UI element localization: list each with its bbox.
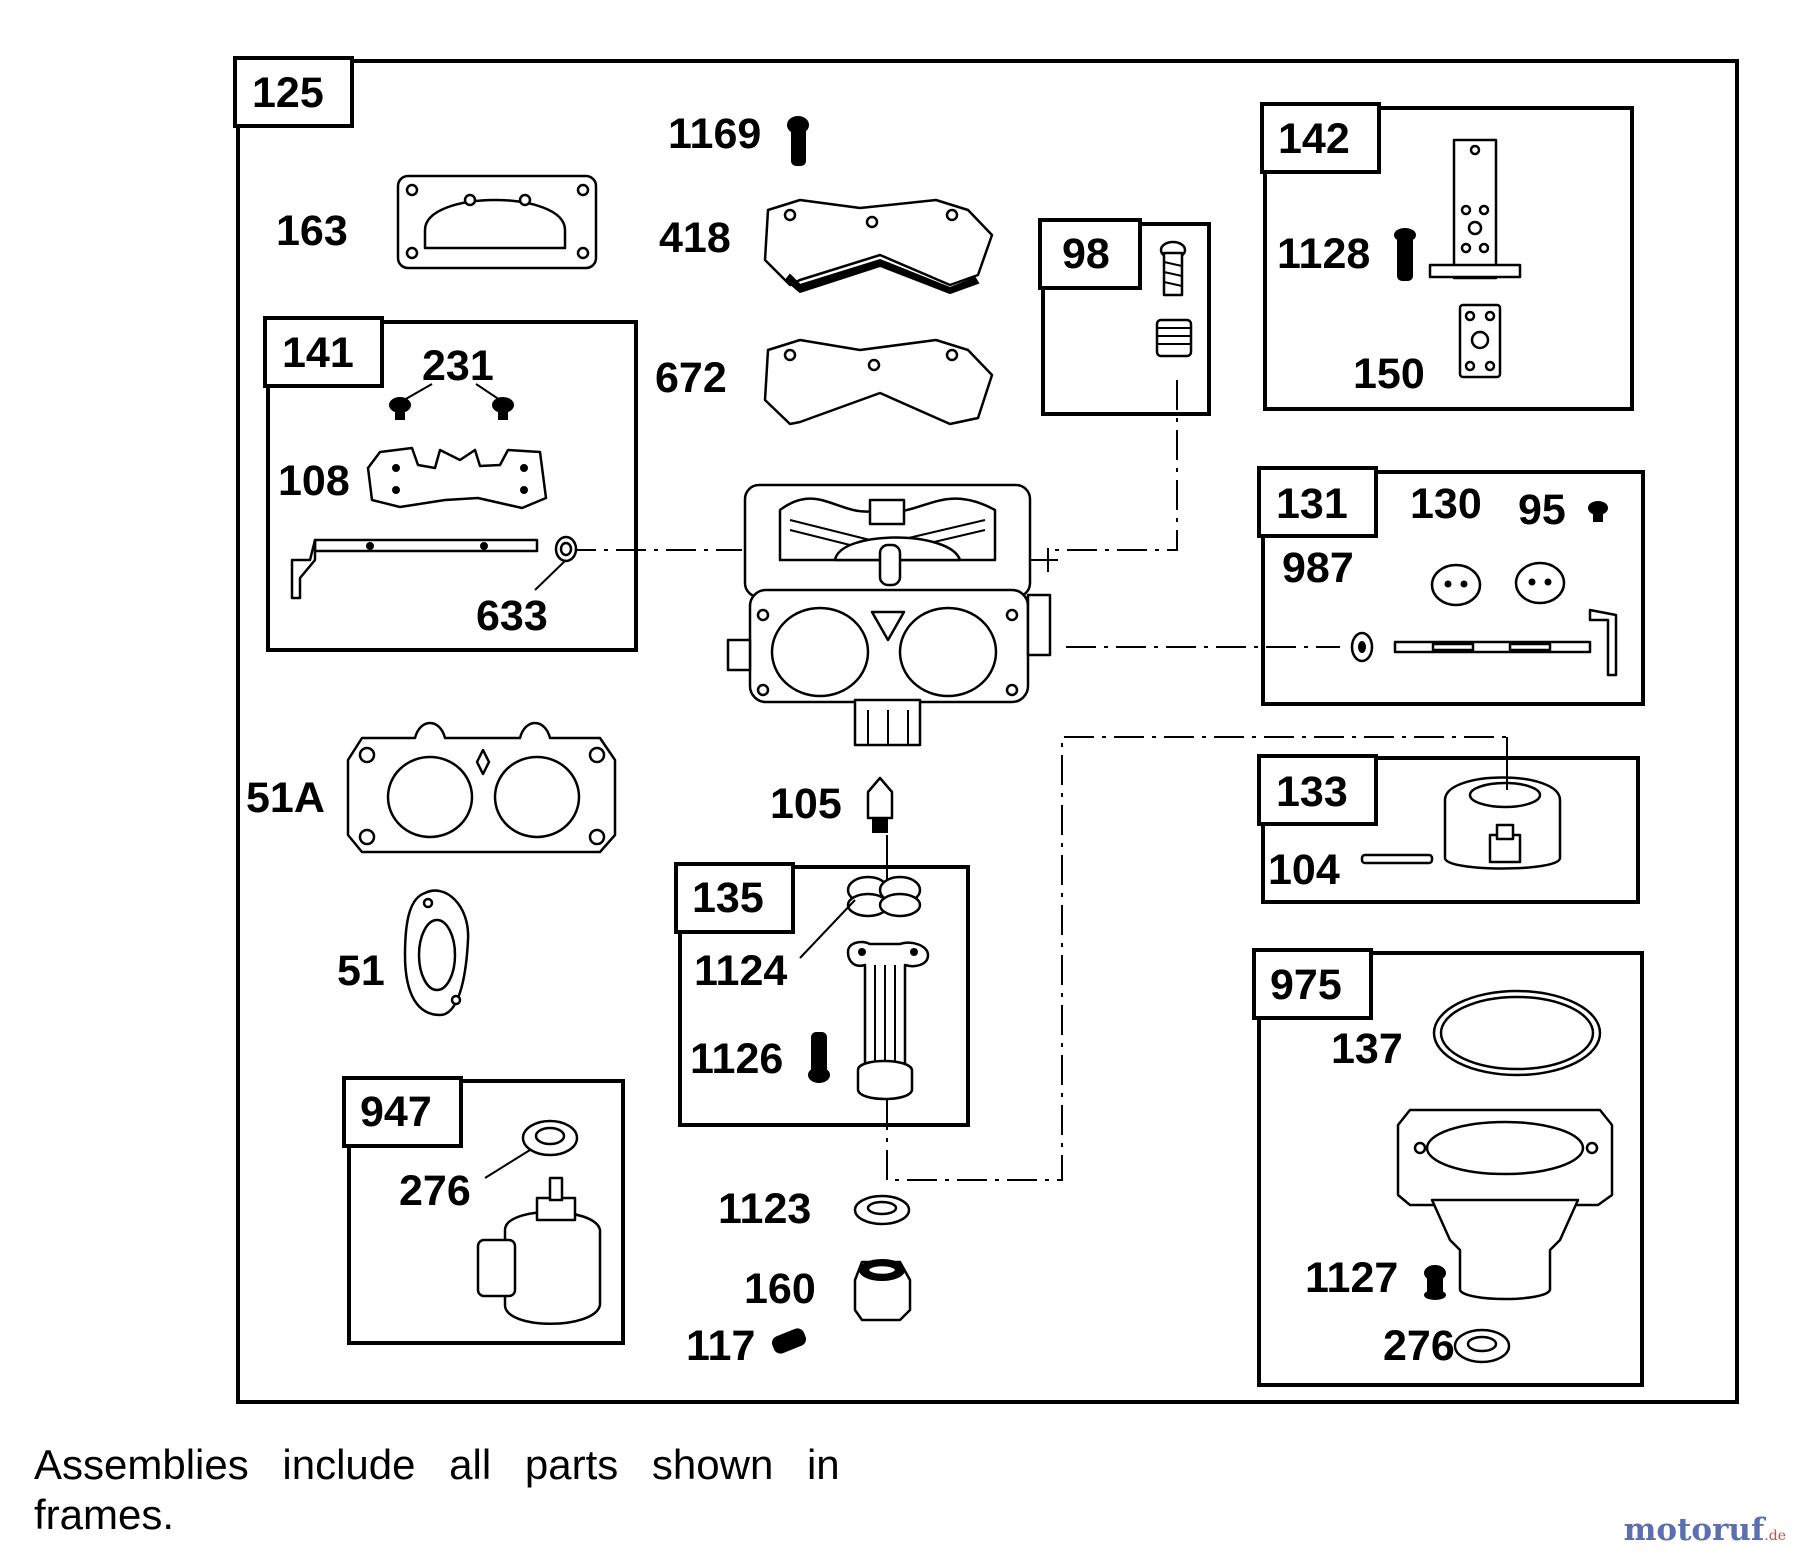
plate-108-icon: [366, 446, 548, 510]
screw-95-icon: [1588, 501, 1608, 522]
part-label-1126: 1126: [690, 1035, 783, 1083]
bracket-142-icon: [1428, 138, 1522, 280]
part-label-1169: 1169: [668, 110, 761, 158]
frame-label-947: 947: [360, 1088, 432, 1136]
part-label-1128: 1128: [1277, 230, 1370, 278]
screw-1128-icon: [1394, 228, 1416, 281]
carburetor-body-icon: [726, 483, 1058, 747]
part-label-160: 160: [744, 1265, 816, 1313]
frame-label-141: 141: [282, 329, 354, 377]
screw-spring-98-icon: [1155, 240, 1193, 358]
plate-130-icon: [1430, 561, 1566, 607]
part-label-633: 633: [476, 592, 548, 640]
frame-label-133: 133: [1276, 768, 1348, 816]
leader-276-947: [484, 1149, 531, 1179]
frame-142: [1263, 106, 1634, 411]
watermark-suffix: .de: [1764, 1528, 1786, 1544]
solenoid-947-icon: [476, 1176, 602, 1325]
part-label-150: 150: [1353, 350, 1425, 398]
gasket-51-icon: [403, 889, 470, 1017]
part-label-95: 95: [1518, 486, 1566, 534]
watermark-brand: motoruf: [1623, 1512, 1765, 1548]
part-label-137: 137: [1331, 1025, 1403, 1073]
part-label-231: 231: [422, 342, 494, 390]
frame-label-975: 975: [1270, 961, 1342, 1009]
float-133-icon: [1443, 776, 1562, 870]
part-label-104: 104: [1268, 846, 1340, 894]
leader-633: [534, 559, 567, 591]
diagram-caption: Assemblies include all parts shown in fr…: [34, 1441, 840, 1538]
connector-98-to-carburetor: [1050, 380, 1178, 551]
gasket-672-icon: [763, 338, 994, 426]
screw-1169-icon: [787, 116, 809, 166]
part-label-987: 987: [1282, 544, 1354, 592]
part-label-51A: 51A: [246, 774, 325, 822]
gasket-418-icon: [763, 198, 994, 295]
screw-231-icon: [389, 397, 514, 420]
o-ring-137-icon: [1432, 989, 1602, 1077]
frame-tag-133: [1257, 754, 1378, 826]
frame-label-135: 135: [692, 874, 764, 922]
frame-label-98: 98: [1062, 230, 1110, 278]
leader-231: [403, 383, 501, 401]
gasket-51A-icon: [346, 721, 617, 854]
shaft-131-icon: [1393, 608, 1618, 677]
frame-133: [1261, 756, 1640, 904]
plate-150-icon: [1458, 303, 1502, 379]
part-label-108: 108: [278, 457, 350, 505]
frame-tag-141: [263, 316, 384, 388]
screw-117-icon: [771, 1328, 807, 1354]
part-label-1127: 1127: [1305, 1254, 1398, 1302]
part-label-418: 418: [659, 214, 731, 262]
frame-label-125: 125: [252, 69, 324, 117]
part-label-130: 130: [1410, 480, 1482, 528]
frame-131: [1261, 470, 1645, 706]
leader-1124: [799, 899, 856, 959]
part-label-117: 117: [686, 1322, 755, 1370]
frame-tag-947: [342, 1076, 463, 1148]
screw-1127-icon: [1424, 1265, 1446, 1300]
frame-tag-142: [1260, 102, 1381, 174]
part-label-276-947: 276: [399, 1167, 471, 1215]
pin-104-icon: [1360, 853, 1434, 865]
nut-160-icon: [853, 1259, 912, 1322]
frame-label-131: 131: [1276, 480, 1348, 528]
part-label-163: 163: [276, 207, 348, 255]
frame-tag-98: [1038, 218, 1142, 290]
cover-plate-163-icon: [396, 174, 598, 270]
part-label-276-975: 276: [1383, 1322, 1455, 1370]
part-label-1124: 1124: [694, 947, 787, 995]
part-label-105: 105: [770, 780, 842, 828]
shaft-633-icon: [290, 535, 578, 600]
frame-tag-135: [674, 862, 795, 934]
washer-1123-icon: [853, 1194, 911, 1226]
watermark-logo: motoruf.de: [1624, 1512, 1786, 1548]
frame-975: [1257, 951, 1644, 1387]
float-bowl-975-icon: [1396, 1108, 1614, 1301]
part-label-1123: 1123: [718, 1185, 811, 1233]
frame-tag-131: [1257, 466, 1378, 538]
screw-1126-icon: [808, 1032, 830, 1083]
frame-135: [678, 865, 970, 1127]
washer-276-947-icon: [521, 1119, 579, 1157]
emulsion-tube-135-icon: [846, 940, 930, 1101]
frame-125: [236, 59, 1739, 1404]
gasket-1124-icon: [846, 875, 922, 918]
needle-105-icon: [866, 776, 894, 833]
washer-276-975-icon: [1453, 1328, 1511, 1364]
frame-label-142: 142: [1278, 115, 1350, 163]
frame-tag-975: [1252, 948, 1373, 1020]
part-label-51: 51: [337, 947, 385, 995]
washer-987-icon: [1350, 631, 1374, 663]
frame-tag-125: [233, 56, 354, 128]
frame-947: [347, 1079, 625, 1345]
part-label-672: 672: [655, 354, 727, 402]
frame-141: [266, 320, 638, 652]
